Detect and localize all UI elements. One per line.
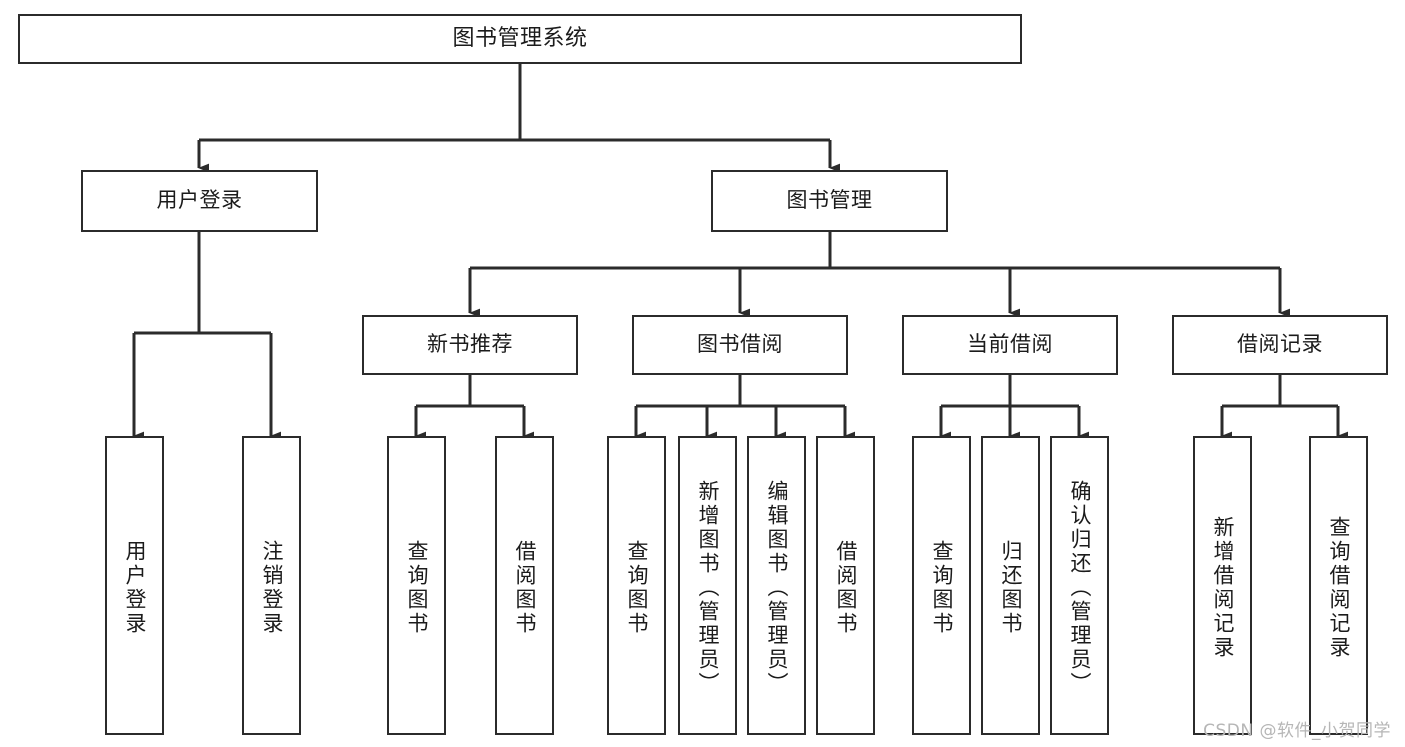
csdn-watermark: CSDN @软件_小贺同学 <box>1203 721 1391 741</box>
node-new-book-recommend[interactable]: 新书推荐 <box>362 315 578 375</box>
node-label: 新增图书（管理员） <box>696 479 720 696</box>
leaf-edit-book-admin[interactable]: 编辑图书（管理员） <box>747 436 806 735</box>
node-label: 图书管理 <box>786 188 873 213</box>
leaf-user-login[interactable]: 用户登录 <box>105 436 164 735</box>
node-label: 图书管理系统 <box>452 25 588 51</box>
leaf-confirm-return-admin[interactable]: 确认归还（管理员） <box>1050 436 1109 735</box>
leaf-query-borrow-record[interactable]: 查询借阅记录 <box>1309 436 1368 735</box>
node-label: 新书推荐 <box>427 332 513 357</box>
node-label: 查询图书 <box>625 539 649 636</box>
node-book-management[interactable]: 图书管理 <box>711 170 948 232</box>
node-label: 图书借阅 <box>697 332 783 357</box>
leaf-borrow-book-recommend[interactable]: 借阅图书 <box>495 436 554 735</box>
node-label: 借阅记录 <box>1237 332 1323 357</box>
node-label: 当前借阅 <box>967 332 1053 357</box>
leaf-borrow-book[interactable]: 借阅图书 <box>816 436 875 735</box>
node-label: 用户登录 <box>123 539 147 636</box>
leaf-query-book-recommend[interactable]: 查询图书 <box>387 436 446 735</box>
leaf-add-book-admin[interactable]: 新增图书（管理员） <box>678 436 737 735</box>
node-label: 查询借阅记录 <box>1327 515 1351 660</box>
leaf-logout[interactable]: 注销登录 <box>242 436 301 735</box>
node-label: 注销登录 <box>260 539 284 636</box>
node-label: 编辑图书（管理员） <box>765 479 789 696</box>
leaf-add-borrow-record[interactable]: 新增借阅记录 <box>1193 436 1252 735</box>
node-book-borrow[interactable]: 图书借阅 <box>632 315 848 375</box>
node-label: 借阅图书 <box>834 539 858 636</box>
node-current-borrow[interactable]: 当前借阅 <box>902 315 1118 375</box>
node-label: 确认归还（管理员） <box>1068 479 1092 696</box>
node-label: 新增借阅记录 <box>1211 515 1235 660</box>
node-borrow-record[interactable]: 借阅记录 <box>1172 315 1388 375</box>
node-label: 用户登录 <box>156 188 243 213</box>
node-root-book-management-system[interactable]: 图书管理系统 <box>18 14 1022 64</box>
leaf-query-book-borrow[interactable]: 查询图书 <box>607 436 666 735</box>
node-user-login[interactable]: 用户登录 <box>81 170 318 232</box>
node-label: 归还图书 <box>999 539 1023 636</box>
node-label: 查询图书 <box>930 539 954 636</box>
leaf-return-book[interactable]: 归还图书 <box>981 436 1040 735</box>
leaf-query-book-current[interactable]: 查询图书 <box>912 436 971 735</box>
node-label: 借阅图书 <box>513 539 537 636</box>
node-label: 查询图书 <box>405 539 429 636</box>
